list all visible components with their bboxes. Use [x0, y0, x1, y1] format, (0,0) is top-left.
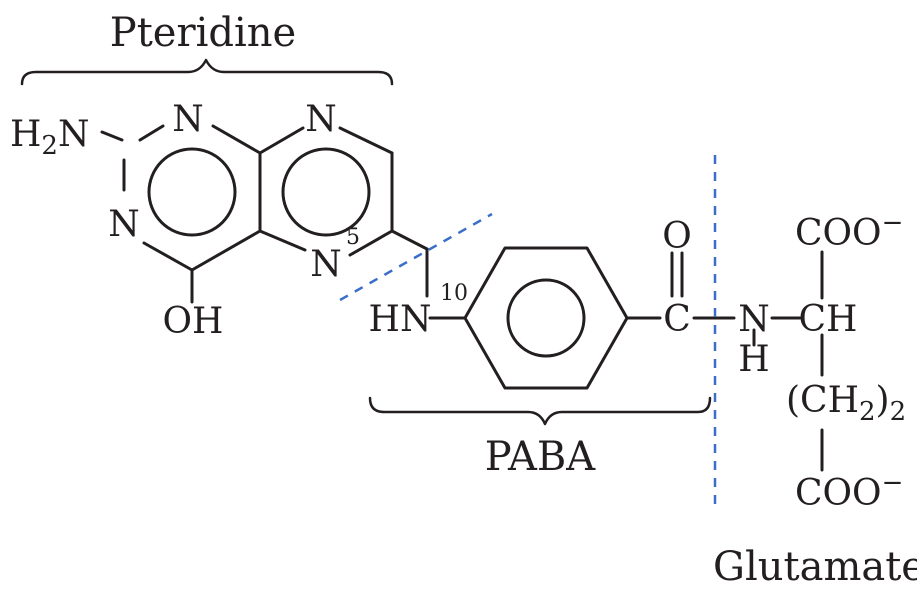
- atom-n1: N: [172, 99, 204, 140]
- atom-hn: HN: [369, 299, 432, 340]
- atom-ch2-group: (CH2)2: [786, 380, 906, 427]
- benzene-ring: [463, 246, 629, 390]
- position-number-5: 5: [346, 225, 360, 250]
- pteridine-brace: [20, 58, 394, 86]
- atom-coo-bottom: COO−: [795, 468, 903, 514]
- atom-oh: OH: [163, 301, 224, 342]
- pteridine-paba-divider: [339, 212, 493, 302]
- pyrimidine-ring: [122, 124, 262, 272]
- pyrazine-ring: [258, 126, 394, 257]
- paba-brace: [368, 396, 712, 426]
- atom-alpha-ch: CH: [799, 299, 858, 340]
- atom-carbonyl-o: O: [662, 216, 692, 257]
- atom-amide-h: H: [738, 339, 769, 380]
- label-glutamate: Glutamate: [713, 544, 917, 589]
- atom-coo-top: COO−: [795, 208, 903, 254]
- position-number-10: 10: [440, 281, 468, 306]
- atom-n3: N: [108, 204, 140, 245]
- methylene-bond-1: [390, 229, 429, 251]
- atom-amide-n: N: [738, 299, 770, 340]
- amino-bond: [100, 130, 124, 142]
- atom-n8: N: [305, 99, 337, 140]
- atom-n5: N: [310, 244, 342, 285]
- label-paba: PABA: [485, 434, 597, 480]
- atom-h2n: H2N: [10, 114, 89, 161]
- atom-carbonyl-c: C: [663, 299, 691, 340]
- label-pteridine: Pteridine: [110, 10, 296, 56]
